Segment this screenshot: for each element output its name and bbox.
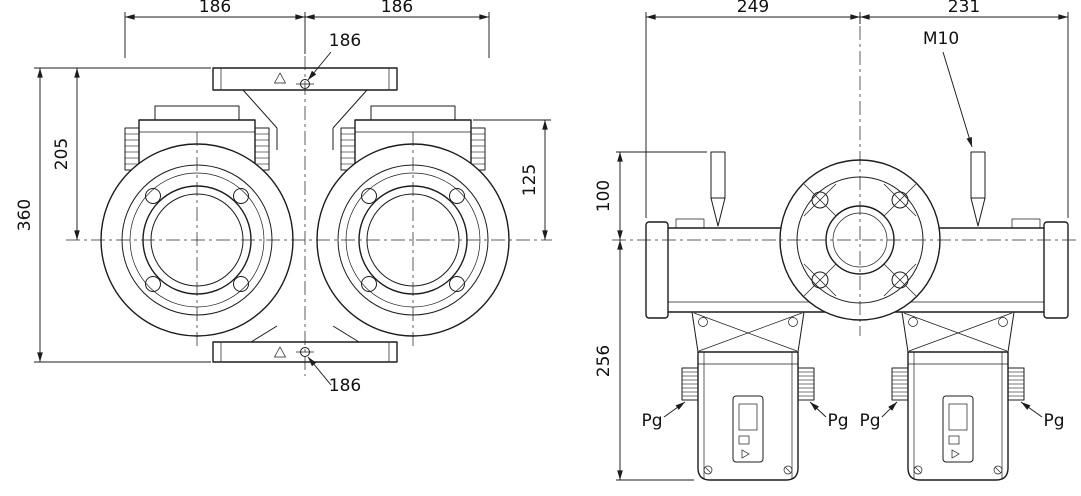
stud-left — [710, 151, 726, 199]
pg-leader-4 — [1020, 401, 1043, 418]
gland-label-1: Pg — [641, 411, 662, 431]
flow-direction-triangle-bottom — [273, 346, 287, 358]
terminal-cover — [732, 395, 764, 463]
gland-label-4: Pg — [1043, 411, 1064, 431]
m10-leader — [942, 51, 973, 148]
front-dimension-lines — [34, 12, 551, 386]
dim-label-front-top-left: 186 — [199, 0, 231, 17]
dim-label-side-top-right: 231 — [948, 0, 980, 17]
pg-leader-3 — [881, 401, 898, 418]
side-centerlines — [612, 26, 1076, 336]
dim-label-side-top-left: 249 — [737, 0, 769, 17]
pg-leader-2 — [809, 401, 827, 418]
dim-label-hole-top: 186 — [329, 31, 361, 51]
front-view: 186 186 186 186 360 205 125 — [15, 0, 552, 396]
dim-label-center-to-stud: 100 — [594, 180, 614, 212]
flow-direction-triangle-top — [273, 72, 287, 84]
top-hole-leader — [307, 51, 332, 81]
dim-label-center-to-top: 205 — [52, 138, 72, 170]
side-view: 249 231 M10 100 256 Pg Pg Pg Pg — [594, 0, 1076, 481]
motor-unit-right — [891, 311, 1025, 481]
thread-label-m10: M10 — [923, 29, 959, 49]
stud-m10 — [970, 151, 986, 199]
connecting-pipes — [242, 89, 368, 343]
side-dimension-lines — [616, 12, 1069, 481]
dim-label-overall-height: 360 — [15, 199, 35, 231]
pg-leader-1 — [663, 401, 686, 418]
dim-label-front-top-right: 186 — [381, 0, 413, 17]
dim-label-center-to-box: 125 — [520, 164, 540, 196]
gland-label-3: Pg — [859, 411, 880, 431]
front-centerlines — [66, 56, 552, 376]
bottom-hole-leader — [307, 356, 332, 386]
dim-label-hole-bottom: 186 — [329, 376, 361, 396]
motor-unit-left — [681, 311, 815, 481]
mounting-studs — [710, 151, 986, 227]
gland-label-2: Pg — [827, 411, 848, 431]
dim-label-center-to-bottom: 256 — [594, 345, 614, 377]
